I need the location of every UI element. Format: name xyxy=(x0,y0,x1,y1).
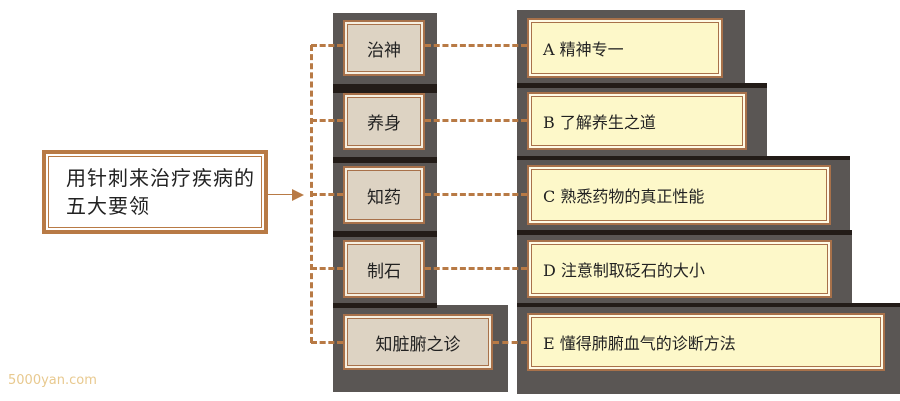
answer-text: A 精神专一 xyxy=(543,40,624,59)
answer-text: D 注意制取砭石的大小 xyxy=(543,261,705,280)
term-text: 知药 xyxy=(367,187,401,208)
answer-box: B 了解养生之道 xyxy=(527,92,747,150)
separator xyxy=(517,230,852,237)
arrow-head-icon xyxy=(292,189,304,201)
arrow-line xyxy=(268,194,294,195)
main-topic-text: 用针刺来治疗疾病的五大要领 xyxy=(66,166,255,218)
term-text: 治神 xyxy=(367,40,401,61)
answer-box: D 注意制取砭石的大小 xyxy=(527,240,832,298)
main-topic-box: 用针刺来治疗疾病的五大要领 xyxy=(42,150,268,234)
separator xyxy=(333,157,437,163)
separator xyxy=(333,84,437,93)
branch-line xyxy=(311,341,343,344)
term-text: 制石 xyxy=(367,261,401,282)
separator xyxy=(517,303,900,309)
connector-line xyxy=(493,341,527,344)
term-box: 知药 xyxy=(343,166,425,224)
term-text: 知脏腑之诊 xyxy=(375,334,461,355)
answer-text: B 了解养生之道 xyxy=(543,113,656,132)
answer-text: E 懂得肺腑血气的诊断方法 xyxy=(543,334,736,353)
connector-line xyxy=(425,267,527,270)
connector-line xyxy=(425,44,527,47)
term-text: 养身 xyxy=(367,114,401,134)
branch-line xyxy=(311,267,343,270)
answer-box: E 懂得肺腑血气的诊断方法 xyxy=(527,313,885,371)
separator xyxy=(333,303,437,308)
separator xyxy=(517,156,850,162)
term-box: 养身 xyxy=(343,93,425,150)
term-box: 治神 xyxy=(343,20,425,76)
separator xyxy=(333,231,437,237)
branch-line xyxy=(311,44,343,47)
answer-box: C 熟悉药物的真正性能 xyxy=(527,165,831,225)
branch-line xyxy=(311,119,343,122)
branch-line xyxy=(311,193,343,196)
term-box: 知脏腑之诊 xyxy=(343,314,493,370)
term-box: 制石 xyxy=(343,240,425,298)
watermark: 5000yan.com xyxy=(8,373,97,388)
connector-line xyxy=(425,119,527,122)
answer-text: C 熟悉药物的真正性能 xyxy=(543,187,705,206)
separator xyxy=(517,83,767,92)
answer-box: A 精神专一 xyxy=(527,18,723,78)
connector-line xyxy=(425,193,527,196)
